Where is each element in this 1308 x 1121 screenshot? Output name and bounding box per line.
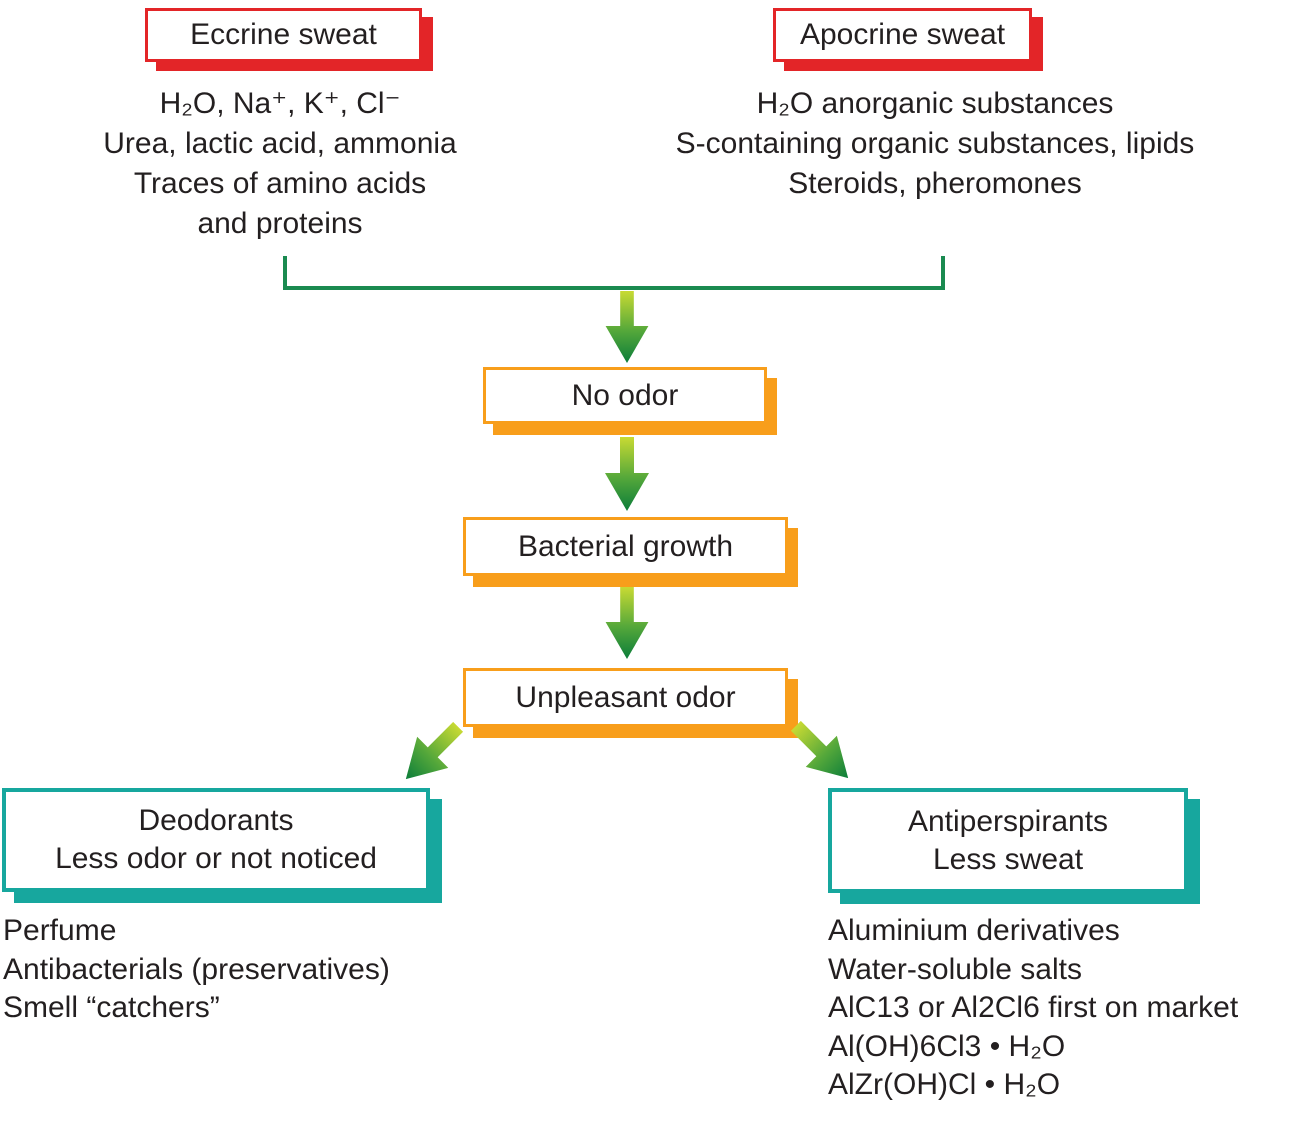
- down-arrow-icon: [605, 291, 649, 363]
- antiperspirants-subtitle: Less sweat: [932, 842, 1084, 876]
- eccrine-line: H₂O, Na⁺, K⁺, Cl⁻: [159, 87, 401, 120]
- down-left-arrow-icon: [405, 721, 464, 780]
- apocrine-composition-text: H₂O anorganic substances S-containing or…: [625, 84, 1245, 204]
- no-odor-label: No odor: [571, 378, 679, 412]
- eccrine-line: Urea, lactic acid, ammonia: [103, 127, 457, 160]
- bracket-left-tick: [283, 256, 287, 290]
- eccrine-sweat-label: Eccrine sweat: [190, 18, 377, 51]
- antiperspirant-ingredient: Al(OH)6Cl3 • H₂O: [828, 1029, 1066, 1063]
- eccrine-line: and proteins: [197, 207, 363, 240]
- apocrine-line: Steroids, pheromones: [788, 167, 1082, 200]
- deodorants-title: Deodorants: [138, 804, 294, 837]
- bracket-right-tick: [941, 256, 945, 290]
- bacterial-growth-box: Bacterial growth: [463, 517, 788, 576]
- antiperspirant-ingredient: Aluminium derivatives: [828, 914, 1120, 947]
- down-arrow-icon: [605, 437, 649, 511]
- down-right-arrow-icon: [790, 720, 849, 779]
- unpleasant-odor-box: Unpleasant odor: [463, 668, 788, 727]
- deodorant-ingredients-list: Perfume Antibacterials (preservatives) S…: [3, 912, 503, 1028]
- deodorants-subtitle: Less odor or not noticed: [55, 842, 377, 875]
- no-odor-box: No odor: [483, 367, 767, 424]
- deodorant-ingredient: Perfume: [3, 914, 117, 947]
- down-arrow-icon: [605, 587, 649, 659]
- apocrine-line: S-containing organic substances, lipids: [675, 127, 1195, 160]
- bacterial-growth-label: Bacterial growth: [517, 529, 734, 563]
- antiperspirants-box: Antiperspirants Less sweat: [828, 788, 1188, 893]
- apocrine-sweat-box: Apocrine sweat: [773, 8, 1032, 62]
- deodorants-box: Deodorants Less odor or not noticed: [2, 788, 430, 892]
- antiperspirant-ingredients-list: Aluminium derivatives Water-soluble salt…: [828, 912, 1308, 1105]
- eccrine-sweat-box: Eccrine sweat: [145, 8, 422, 62]
- antiperspirant-ingredient: Water-soluble salts: [828, 952, 1082, 986]
- apocrine-sweat-label: Apocrine sweat: [799, 18, 1006, 51]
- apocrine-line: H₂O anorganic substances: [756, 87, 1114, 120]
- deodorant-ingredient: Antibacterials (preservatives): [3, 952, 390, 986]
- eccrine-composition-text: H₂O, Na⁺, K⁺, Cl⁻ Urea, lactic acid, amm…: [35, 84, 525, 244]
- antiperspirant-ingredient: AlC13 or Al2Cl6 first on market: [828, 991, 1239, 1024]
- eccrine-line: Traces of amino acids: [133, 167, 427, 200]
- antiperspirant-ingredient: AlZr(OH)Cl • H₂O: [828, 1068, 1061, 1101]
- unpleasant-odor-label: Unpleasant odor: [515, 680, 736, 714]
- deodorant-ingredient: Smell “catchers”: [3, 991, 220, 1024]
- bracket-horizontal-line: [283, 286, 945, 290]
- antiperspirants-title: Antiperspirants: [907, 804, 1109, 838]
